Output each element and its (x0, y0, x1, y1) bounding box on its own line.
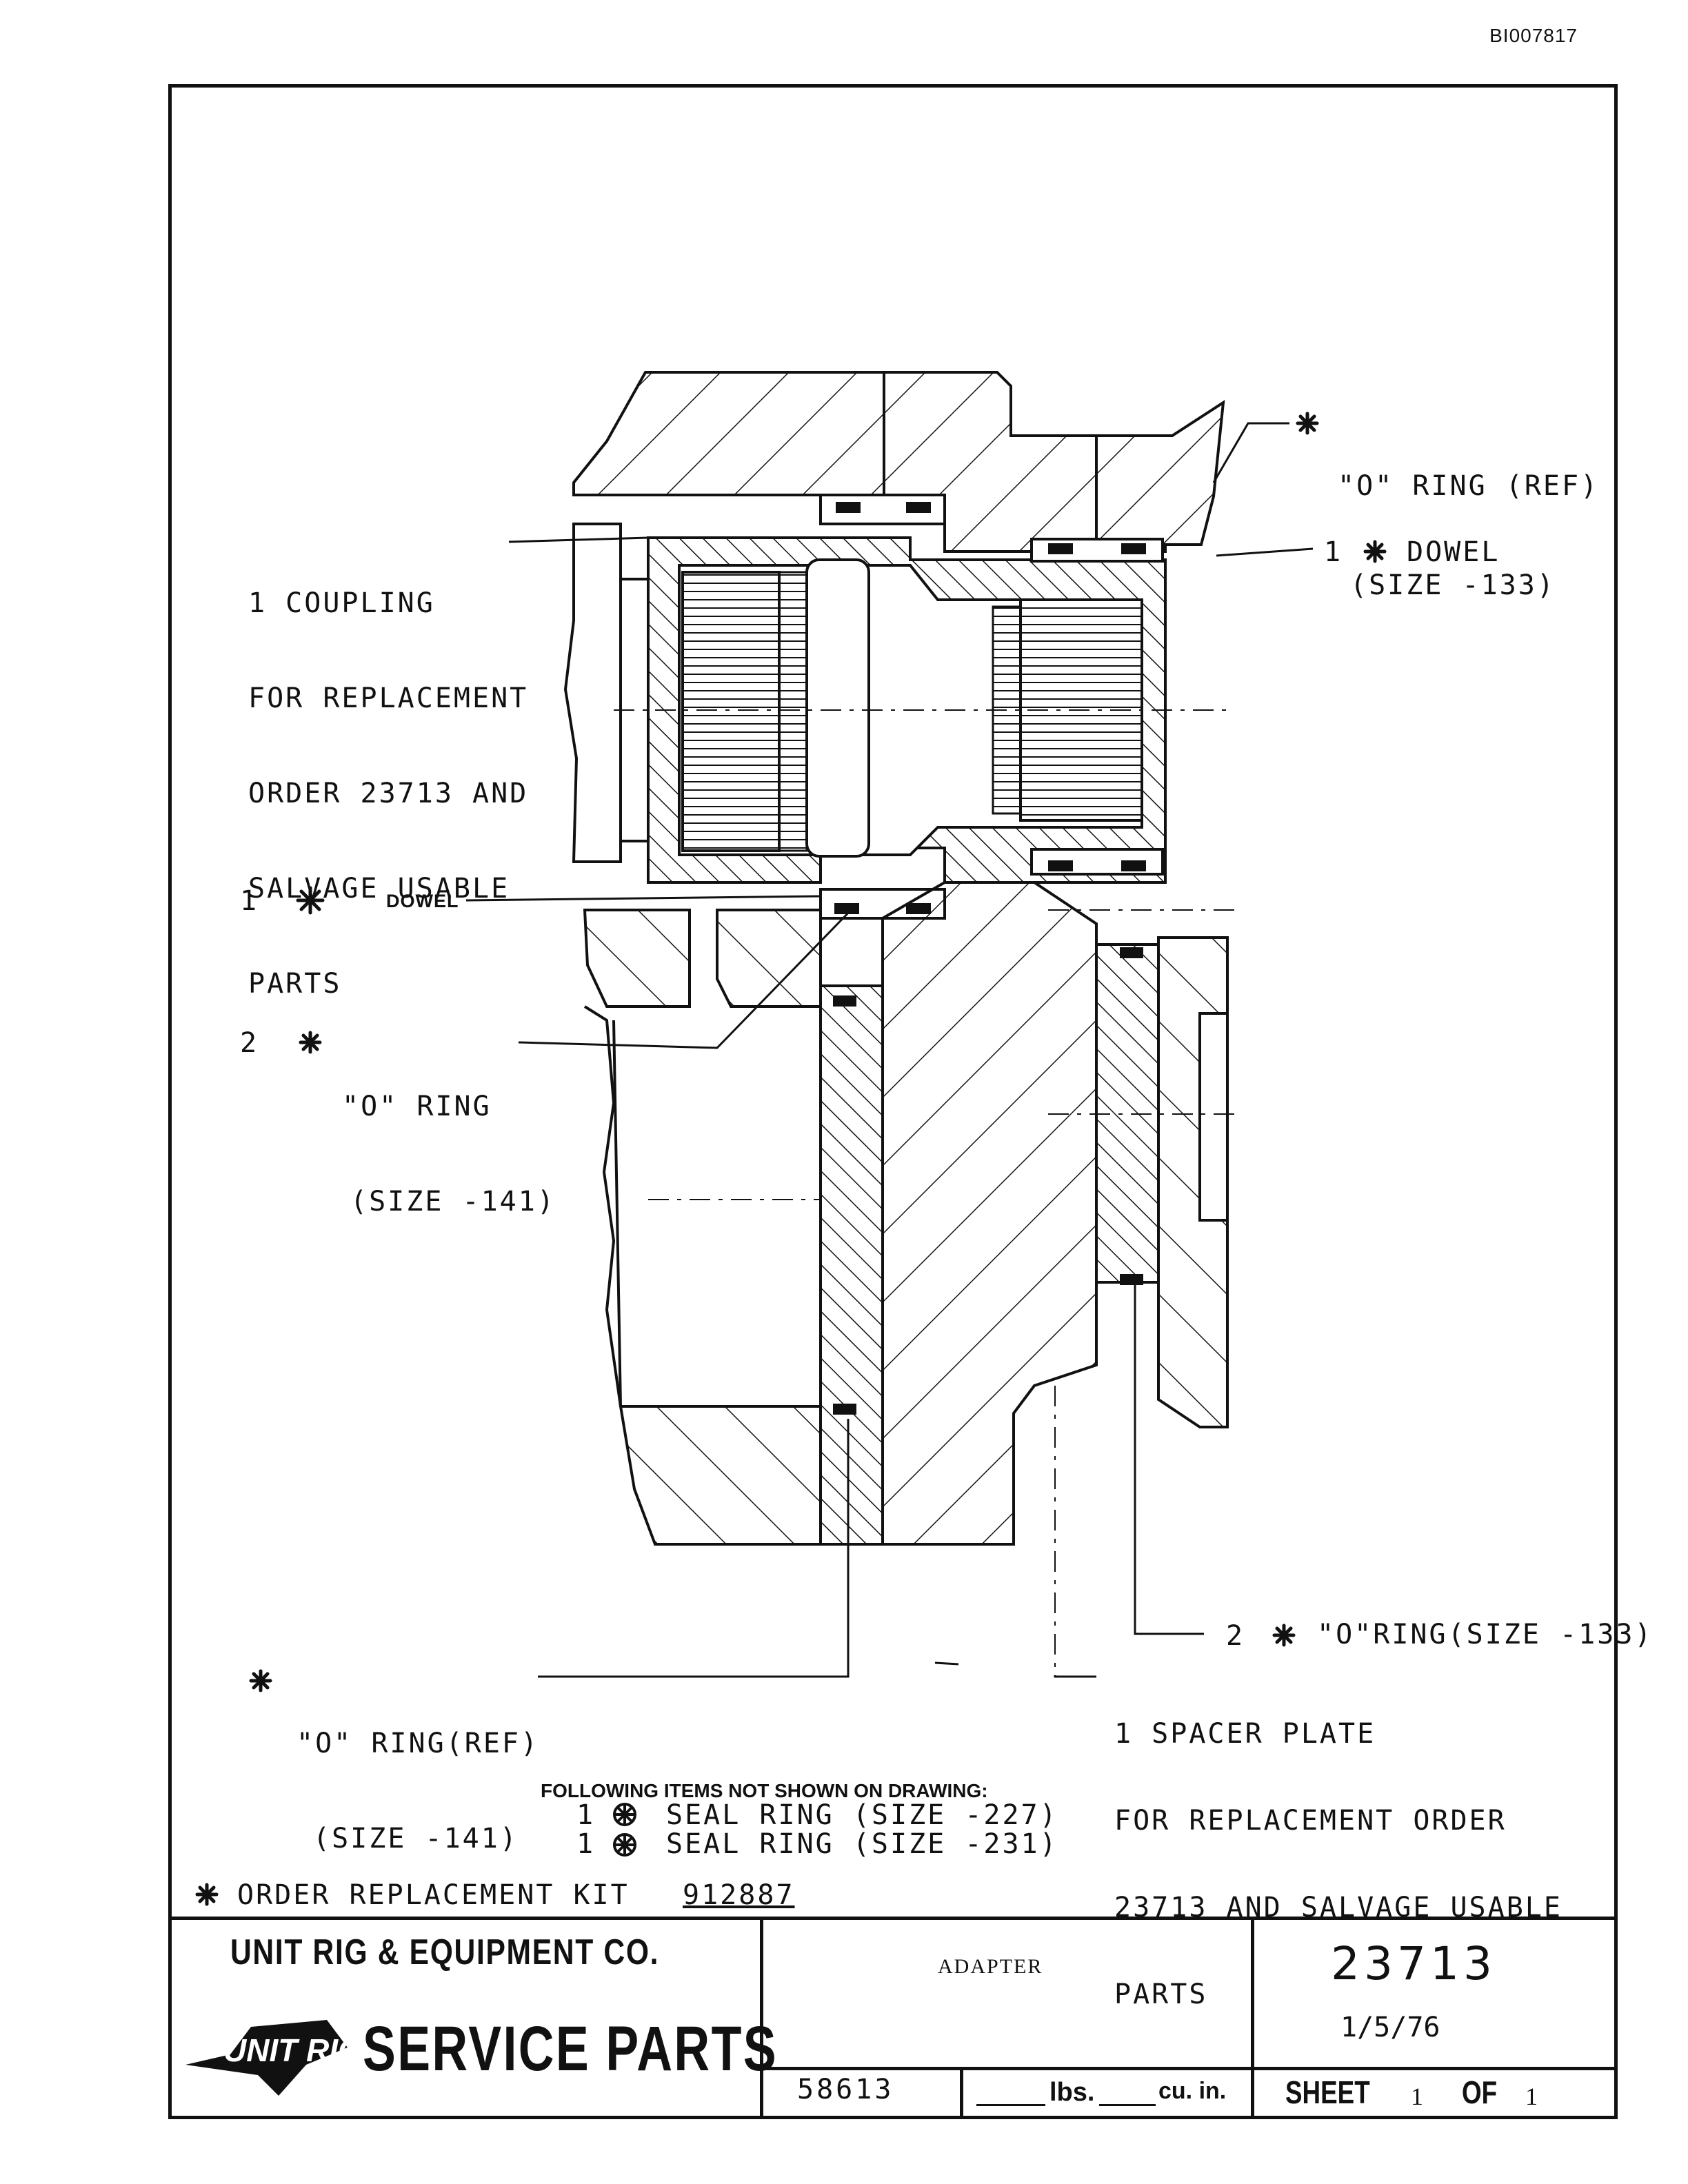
o-ring-133-qty: 2 (1226, 1620, 1245, 1652)
o-ring-ref-141-line2: (SIZE -141) (313, 1823, 519, 1854)
title-block-top-rule (168, 1917, 1618, 1920)
service-parts-heading: SERVICE PARTS (363, 2014, 778, 2084)
kit-prefix: ORDER REPLACEMENT KIT (237, 1879, 630, 1911)
part-code: 58613 (797, 2074, 894, 2105)
note-item-2-text: SEAL RING (SIZE -231) (666, 1828, 1058, 1860)
asterisk-markers (195, 412, 1387, 1906)
drawing-title: ADAPTER (938, 1955, 1043, 1978)
adapter-body (819, 881, 1229, 1546)
dowel-left-qty: 1 (240, 885, 259, 917)
title-block-bottom-rule (760, 2067, 1618, 2070)
o-ring-ref-133-label: "O" RING (REF) (SIZE -133) (1338, 407, 1599, 633)
o-ring-ref-141-label: "O" RING(REF) (SIZE -141) (297, 1664, 539, 1886)
dowel-left-label: DOWEL (386, 891, 459, 911)
o-ring-141-label: "O" RING (SIZE -141) (342, 1027, 556, 1249)
spacer-plate-line-1: 1 SPACER PLATE (1114, 1718, 1376, 1750)
weight-unit: lbs. (1049, 2078, 1095, 2107)
spacer-plate-line-2: FOR REPLACEMENT ORDER (1114, 1805, 1507, 1837)
volume-blank (1099, 2104, 1156, 2106)
logo-text: UNIT RIG (223, 2032, 354, 2068)
housing-bottom (583, 1005, 822, 1546)
note-item-1-qty: 1 (576, 1799, 596, 1831)
housing-top (572, 371, 1225, 553)
title-block-divider-1 (760, 1917, 763, 2119)
o-ring-141-line1: "O" RING (342, 1091, 492, 1122)
note-item-2-qty: 1 (576, 1828, 596, 1860)
coupling-label: 1 COUPLING FOR REPLACEMENT ORDER 23713 A… (248, 524, 528, 1031)
note-item-1-text: SEAL RING (SIZE -227) (666, 1799, 1058, 1831)
notes-heading: FOLLOWING ITEMS NOT SHOWN ON DRAWING: (541, 1780, 988, 1801)
drawing-date: 1/5/76 (1340, 2012, 1440, 2043)
volume-unit: cu. in. (1158, 2078, 1227, 2104)
leader-lines (465, 422, 1314, 1678)
o-ring-141-qty: 2 (240, 1027, 259, 1059)
o-ring-ref-133-line1: "O" RING (REF) (1338, 470, 1600, 502)
o-ring-ref-133-line2: (SIZE -133) (1350, 569, 1556, 601)
weight-blank (976, 2104, 1045, 2106)
title-block: UNIT RIG & EQUIPMENT CO. UNIT RIG SERVIC… (168, 1917, 1618, 2119)
kit-number: 912887 (683, 1879, 795, 1911)
o-ring-ref-141-line1: "O" RING(REF) (297, 1728, 540, 1759)
title-block-divider-2 (1251, 1917, 1254, 2119)
center-lines (614, 709, 1234, 1668)
unit-rig-logo: UNIT RIG (185, 2020, 354, 2096)
coupling-line-2: FOR REPLACEMENT (248, 682, 529, 714)
dowel-top-qty: 1 (1324, 536, 1343, 568)
title-block-divider-3 (960, 2067, 963, 2119)
company-name: UNIT RIG & EQUIPMENT CO. (230, 1932, 660, 1972)
coupling-line-5: PARTS (248, 968, 342, 1000)
o-ring-133-label: "O"RING(SIZE -133) (1317, 1619, 1654, 1650)
coupling-line-4: SALVAGE USABLE (248, 873, 510, 904)
document-id: BI007817 (1489, 25, 1578, 46)
coupling-line-1: 1 COUPLING (248, 587, 435, 619)
dowel-top-label: DOWEL (1407, 536, 1500, 568)
drawing-number: 23713 (1331, 1937, 1496, 1990)
sheet-number: 1 (1411, 2083, 1423, 2110)
o-ring-141-line2: (SIZE -141) (350, 1186, 556, 1217)
spacer-plate-line-4: PARTS (1114, 1979, 1208, 2010)
sheet-label: SHEET (1285, 2074, 1370, 2110)
coupling-line-3: ORDER 23713 AND (248, 778, 529, 809)
of-label: OF (1462, 2074, 1498, 2110)
sheet-total: 1 (1525, 2083, 1538, 2110)
drawing-frame (168, 84, 1618, 2119)
